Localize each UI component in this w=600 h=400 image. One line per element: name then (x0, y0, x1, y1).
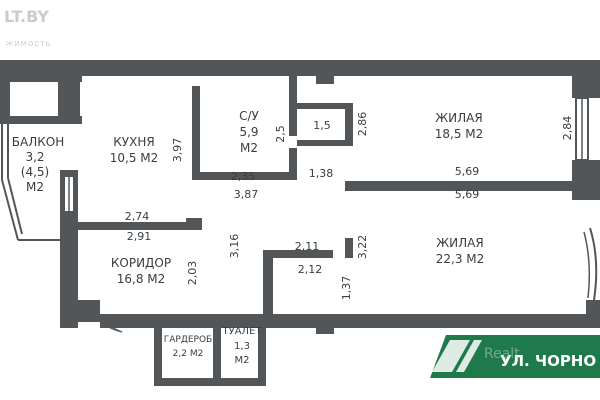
service-labels: ГАРДЕРОБ 2,2 М2 (164, 335, 212, 359)
wall-wardrobe-toilet (213, 326, 221, 386)
dim-bath-width: 2,35 (231, 170, 256, 183)
street-name: УЛ. ЧОРНО (500, 352, 596, 370)
toilet-labels: ТУАЛЕТ 1,3 М2 (222, 326, 263, 366)
dim-corridor-width: 2,91 (127, 230, 152, 243)
dim-kitchen-width: 2,74 (125, 210, 150, 223)
wall-bottom-service (154, 378, 264, 386)
living1-area: 18,5 М2 (435, 127, 484, 141)
watermark-brand: Realt (484, 346, 520, 362)
balcony-area: 3,2 (25, 150, 44, 164)
dim-living2-lower: 1,37 (340, 276, 353, 301)
wall-topleft-left (0, 76, 10, 124)
dim-hall-gap: 1,38 (309, 167, 334, 180)
wardrobe-name: ГАРДЕРОБ (164, 335, 212, 345)
bathroom-area: 5,9 (239, 125, 258, 139)
wall-living-divider (345, 181, 600, 191)
wall-kitchen-bath (192, 86, 200, 180)
column-top (316, 64, 334, 84)
dim-bath-niche: 2,5 (274, 125, 287, 143)
dim-kitchen-height: 3,97 (171, 138, 184, 163)
wall-right-upper (572, 76, 600, 98)
toilet-name: ТУАЛЕТ (222, 326, 263, 337)
balcony-area-total: (4,5) (21, 165, 49, 179)
toilet-unit: М2 (235, 355, 250, 366)
kitchen-name: КУХНЯ (113, 135, 154, 149)
dim-living2-door: 2,11 (295, 240, 320, 253)
dimension-labels: 3,97 2,5 1,5 2,86 2,84 2,35 1,38 3,87 5,… (125, 112, 574, 301)
living1-name: ЖИЛАЯ (435, 111, 482, 125)
wall-bottom (100, 314, 600, 328)
wall-right-middle (572, 160, 600, 200)
room-labels: БАЛКОН 3,2 (4,5) М2 КУХНЯ 10,5 М2 С/У 5,… (12, 109, 484, 286)
door-swings (99, 321, 123, 333)
bathroom-name: С/У (239, 109, 259, 123)
living2-bay-outline (589, 227, 598, 301)
balcony-outline (1, 124, 60, 241)
wall-topleft-block (58, 76, 80, 122)
wall-top (0, 60, 600, 76)
watermark-logo: LT.BY (4, 7, 49, 26)
dim-niche-height: 2,86 (356, 112, 369, 137)
dim-living1-width: 5,69 (455, 165, 480, 178)
wardrobe-area: 2,2 М2 (173, 349, 204, 359)
balcony-name: БАЛКОН (12, 135, 64, 149)
wall-bath-right-lower (289, 148, 297, 180)
wall-toilet-right (258, 326, 266, 386)
toilet-area: 1,3 (234, 341, 250, 352)
dim-corridor-lower: 2,03 (186, 261, 199, 286)
wall-niche-bottom (297, 140, 353, 146)
wall-niche-right (345, 103, 353, 146)
bathroom-unit: М2 (240, 141, 258, 155)
wall-living2-left (263, 250, 273, 328)
wall-living2-top (263, 250, 333, 258)
living2-area: 22,3 М2 (436, 252, 485, 266)
wall-corridor-bottomleft (60, 300, 100, 322)
corridor-area: 16,8 М2 (117, 272, 166, 286)
wall-balcony-top (0, 116, 82, 124)
wall-bath-right (289, 76, 297, 136)
street-banner: УЛ. ЧОРНО Realt (430, 335, 600, 378)
corridor-name: КОРИДОР (111, 256, 171, 270)
dim-niche-width: 1,5 (313, 119, 331, 132)
wall-bath-bottom (192, 172, 289, 180)
living2-name: ЖИЛАЯ (436, 236, 483, 250)
dim-living2-jamb: 3,22 (356, 235, 369, 260)
windows (63, 97, 589, 213)
dim-hall-width: 3,87 (234, 188, 259, 201)
wall-wardrobe-left (154, 326, 162, 386)
column-bottom (316, 322, 334, 334)
balcony-unit: М2 (26, 180, 44, 194)
wall-niche-top (297, 103, 353, 109)
kitchen-area: 10,5 М2 (110, 151, 159, 165)
wall-topleft-room (0, 76, 82, 82)
watermark-subtext: ЖИМОСТЬ (6, 40, 51, 48)
wall-kitchen-corridor (78, 222, 194, 230)
wall-living2-topright (345, 238, 353, 258)
dim-corridor-height: 3,16 (228, 234, 241, 259)
dim-living2-inner: 2,12 (298, 263, 323, 276)
dim-living2-width: 5,69 (455, 188, 480, 201)
dim-living1-window: 2,84 (561, 116, 574, 141)
wall-corridor-chunk (186, 218, 202, 230)
